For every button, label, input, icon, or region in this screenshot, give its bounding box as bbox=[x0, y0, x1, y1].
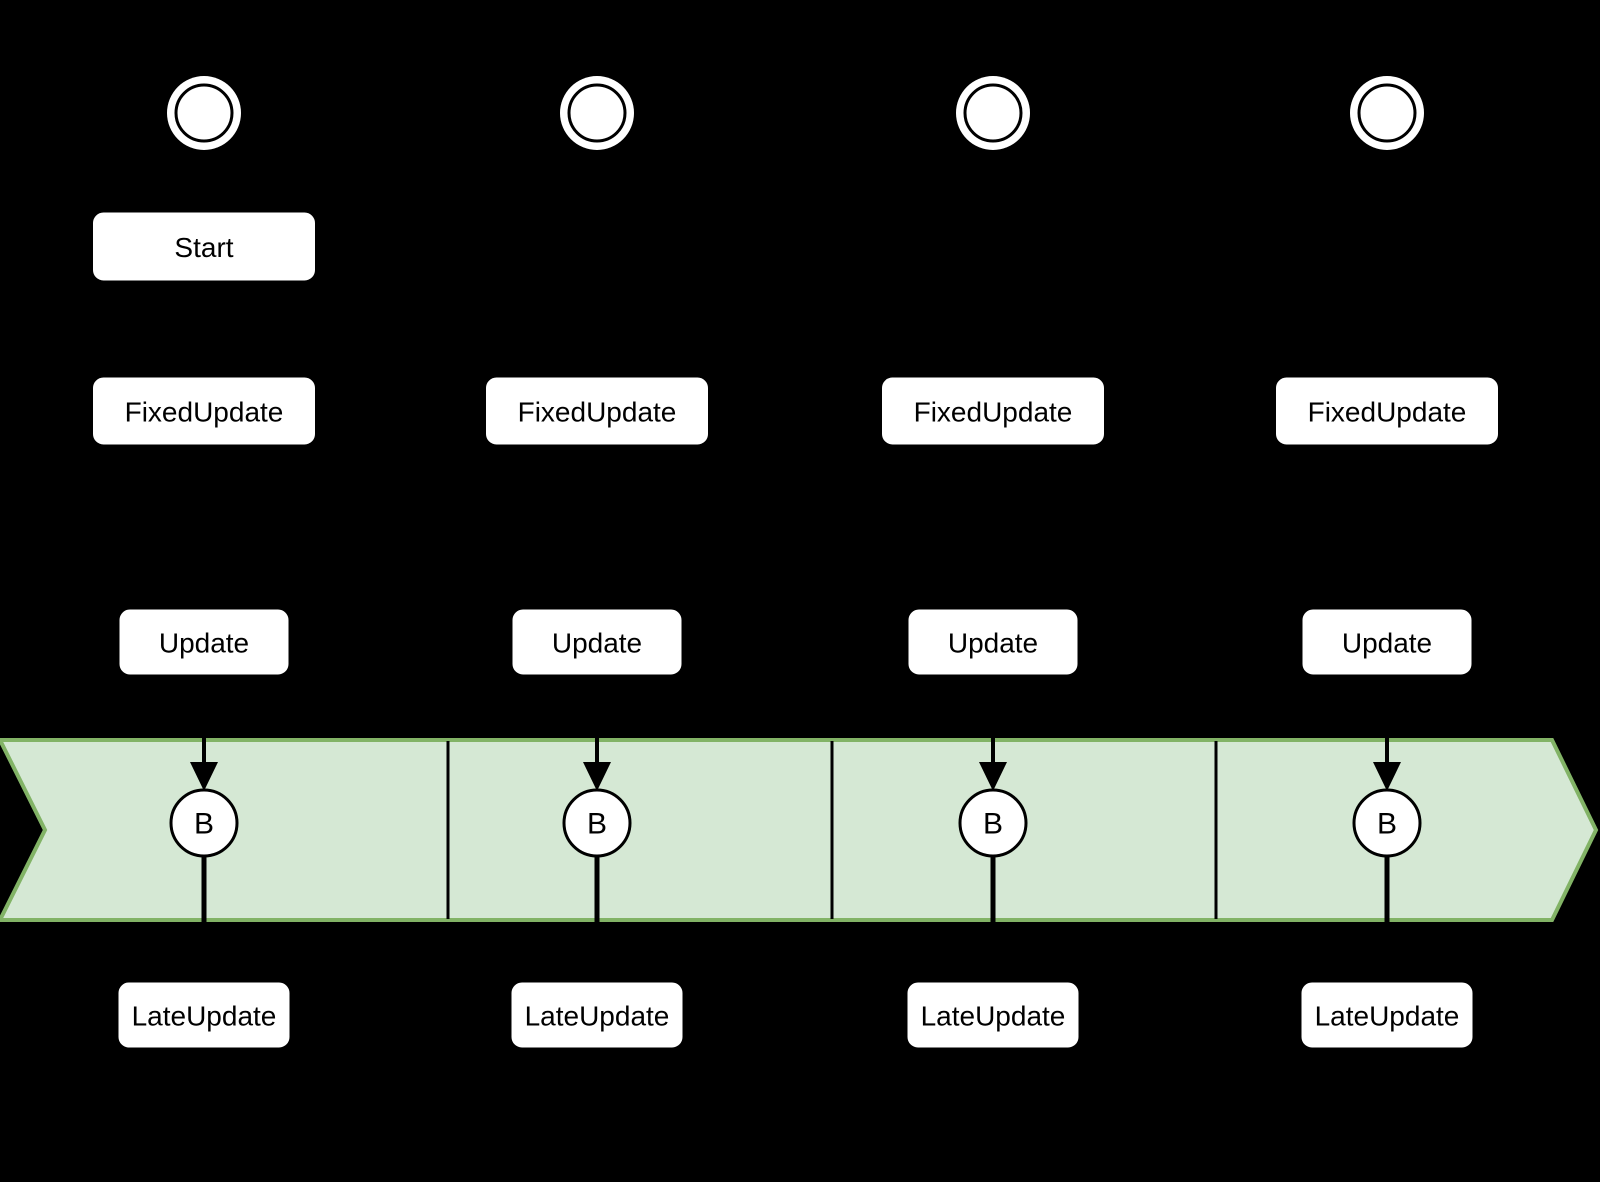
start-label: Start bbox=[174, 232, 233, 263]
update-box bbox=[512, 609, 682, 675]
late-update-label: LateUpdate bbox=[921, 1001, 1066, 1032]
fixed-update-label: FixedUpdate bbox=[125, 397, 284, 428]
late-update-label: LateUpdate bbox=[132, 1001, 277, 1032]
frame-start-node-inner-circle bbox=[174, 83, 234, 143]
marker-b-label: B bbox=[194, 808, 214, 841]
late-update-box bbox=[118, 982, 290, 1048]
fixed-update-label: FixedUpdate bbox=[1308, 397, 1467, 428]
frame-start-node-inner-circle bbox=[1357, 83, 1417, 143]
fixed-update-box bbox=[1276, 377, 1498, 445]
arrowhead-down-icon bbox=[1373, 762, 1401, 791]
frame-start-node-inner-circle bbox=[963, 83, 1023, 143]
late-update-box bbox=[1301, 982, 1473, 1048]
frame-columns: StartFixedUpdateUpdateBLateUpdateFixedUp… bbox=[93, 76, 1498, 1048]
fixed-update-label: FixedUpdate bbox=[914, 397, 1073, 428]
update-box bbox=[1302, 609, 1472, 675]
late-update-box bbox=[511, 982, 683, 1048]
arrowhead-down-icon bbox=[190, 762, 218, 791]
frame-divider-lines bbox=[446, 741, 1218, 919]
update-label: Update bbox=[552, 628, 642, 659]
fixed-update-label: FixedUpdate bbox=[518, 397, 677, 428]
arrowhead-down-icon bbox=[979, 762, 1007, 791]
frame-start-node-inner-circle bbox=[567, 83, 627, 143]
marker-b-label: B bbox=[587, 808, 607, 841]
late-update-box bbox=[907, 982, 1079, 1048]
fixed-update-box bbox=[93, 377, 315, 445]
fixed-update-box bbox=[882, 377, 1104, 445]
start-box bbox=[93, 212, 315, 281]
arrowhead-down-icon bbox=[583, 762, 611, 791]
update-box bbox=[119, 609, 289, 675]
late-update-label: LateUpdate bbox=[525, 1001, 670, 1032]
fixed-update-box bbox=[486, 377, 708, 445]
update-label: Update bbox=[948, 628, 1038, 659]
update-box bbox=[908, 609, 1078, 675]
update-label: Update bbox=[1342, 628, 1432, 659]
late-update-label: LateUpdate bbox=[1315, 1001, 1460, 1032]
marker-b-label: B bbox=[1377, 808, 1397, 841]
marker-b-label: B bbox=[983, 808, 1003, 841]
timeline-ribbon-arrow bbox=[0, 738, 1599, 922]
update-label: Update bbox=[159, 628, 249, 659]
